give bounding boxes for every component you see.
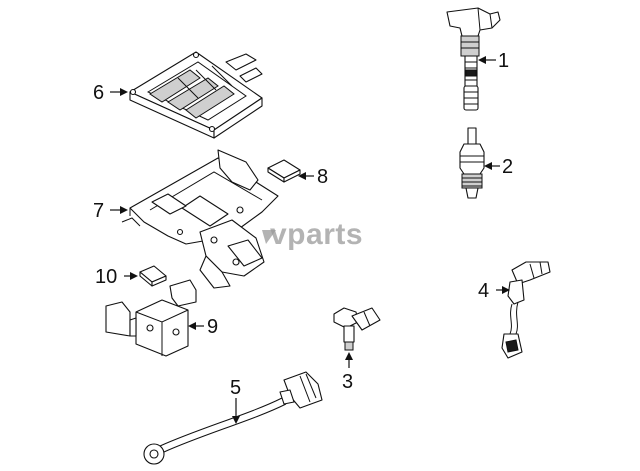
- part-spark-plug: [459, 127, 485, 199]
- part-camshaft-sensor: [333, 307, 381, 351]
- watermark-text: vparts: [270, 218, 363, 251]
- callout-4: 4: [478, 280, 489, 302]
- part-sensor-lead: [501, 261, 551, 359]
- watermark-logo: vparts: [262, 218, 363, 251]
- part-pad-8: [267, 159, 301, 183]
- callout-leaders: [110, 56, 510, 424]
- callout-9: 9: [207, 316, 218, 338]
- callout-7: 7: [93, 200, 104, 222]
- callout-2: 2: [502, 156, 513, 178]
- part-relay-unit: [105, 279, 197, 357]
- watermark-mark-icon: [262, 230, 276, 244]
- callout-6: 6: [93, 82, 104, 104]
- part-pad-10: [139, 265, 167, 287]
- callout-3: 3: [342, 371, 353, 393]
- callout-8: 8: [317, 166, 328, 188]
- callout-5: 5: [230, 377, 241, 399]
- part-control-module: [129, 51, 263, 139]
- callout-10: 10: [95, 266, 117, 288]
- callout-numbers: 1 2 3 4 5 6 7 8 9 10: [93, 50, 513, 399]
- part-knock-sensor: [143, 371, 323, 465]
- part-ignition-coil: [446, 7, 501, 111]
- part-mounting-bracket: [121, 149, 279, 289]
- callout-1: 1: [498, 50, 509, 72]
